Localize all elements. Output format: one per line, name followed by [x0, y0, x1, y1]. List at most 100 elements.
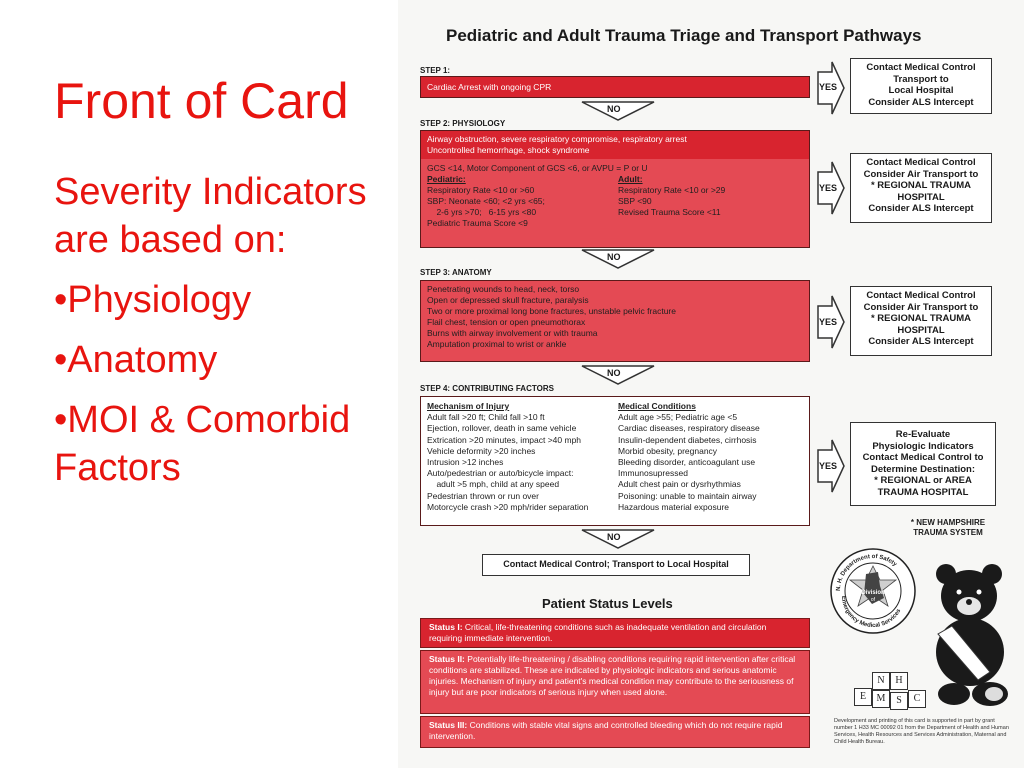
step2-no-label: NO	[607, 252, 621, 262]
step4-no-arrow	[581, 529, 655, 549]
bullet-physiology: •Physiology	[54, 279, 252, 321]
step3-body: Penetrating wounds to head, neck, torso …	[421, 281, 809, 352]
step3-yes-arrow	[817, 295, 845, 349]
medical-line: Insulin-dependent diabetes, cirrhosis	[618, 434, 757, 445]
step2-no-arrow	[581, 249, 655, 269]
step2-result-line: Consider Air Transport to	[863, 168, 979, 180]
status-level: Status III:	[429, 720, 468, 730]
block-letter: E	[854, 688, 872, 706]
step4-label: STEP 4: CONTRIBUTING FACTORS	[420, 384, 554, 393]
adult-title: Adult:	[618, 174, 643, 184]
adult-line: SBP <90	[618, 196, 652, 206]
step3-result-line: * REGIONAL TRAUMA	[870, 313, 972, 324]
step2-gcs: GCS <14, Motor Component of GCS <6, or A…	[427, 163, 648, 173]
step1-yes-arrow	[817, 61, 845, 115]
medical-line: Morbid obesity, pregnancy	[618, 445, 718, 456]
anatomy-line: Flail chest, tension or open pneumothora…	[427, 317, 586, 327]
trauma-system-footnote: * NEW HAMPSHIRE TRAUMA SYSTEM	[898, 518, 998, 538]
step4-result-line: TRAUMA HOSPITAL	[877, 486, 969, 498]
adult-line: Respiratory Rate <10 or >29	[618, 185, 726, 195]
block-letter: M	[872, 690, 890, 708]
block-letter: N	[872, 672, 890, 690]
card-title: Pediatric and Adult Trauma Triage and Tr…	[446, 26, 922, 45]
step3-result-line: HOSPITAL	[897, 324, 945, 336]
anatomy-line: Amputation proximal to wrist or ankle	[427, 339, 567, 349]
step4-result: Re-Evaluate Physiologic Indicators Conta…	[850, 422, 996, 506]
step2-head-line: Uncontrolled hemorrhage, shock syndrome	[427, 145, 590, 155]
moi-line: Auto/pedestrian or auto/bicycle impact:	[427, 468, 574, 479]
medical-line: Poisoning: unable to maintain airway	[618, 490, 757, 501]
step4-result-line: Contact Medical Control to	[862, 452, 984, 463]
bullet-anatomy: •Anatomy	[54, 339, 218, 381]
slide-body: Severity Indicators are based on: •Physi…	[54, 168, 394, 504]
slide-title: Front of Card	[54, 73, 349, 129]
medical-line: Adult age >55; Pediatric age <5	[618, 412, 738, 423]
step2-yes-arrow	[817, 161, 845, 215]
status-title: Patient Status Levels	[542, 596, 673, 611]
triage-card: Pediatric and Adult Trauma Triage and Tr…	[398, 0, 1024, 768]
step1-label: STEP 1:	[420, 66, 451, 75]
moi-line: Ejection, rollover, death in same vehicl…	[427, 423, 577, 434]
step4-result-line: Physiologic Indicators	[872, 440, 974, 452]
step2-label: STEP 2: PHYSIOLOGY	[420, 119, 506, 128]
step1-result-line: Local Hospital	[888, 85, 954, 96]
step3-result-line: Consider Air Transport to	[863, 301, 979, 313]
anatomy-line: Penetrating wounds to head, neck, torso	[427, 284, 580, 294]
status-3: Status III: Conditions with stable vital…	[420, 716, 810, 748]
status-2: Status II: Potentially life-threatening …	[420, 650, 810, 714]
teddy-bear-illustration	[936, 564, 1008, 706]
step1-no-label: NO	[607, 104, 621, 114]
pediatric-title: Pediatric:	[427, 174, 466, 184]
final-text: Contact Medical Control; Transport to Lo…	[503, 559, 729, 569]
medical-title: Medical Conditions	[618, 401, 696, 411]
step3-no-label: NO	[607, 368, 621, 378]
step4-no-label: NO	[607, 532, 621, 542]
step3-yes-label: YES	[819, 317, 838, 327]
step3-result-line: Consider ALS Intercept	[868, 336, 974, 347]
moi-line: Motorcycle crash >20 mph/rider separatio…	[427, 501, 589, 512]
step1-box: Cardiac Arrest with ongoing CPR	[420, 76, 810, 98]
step4-result-line: Re-Evaluate	[895, 429, 951, 440]
status-text: Conditions with stable vital signs and c…	[429, 720, 783, 741]
pediatric-score: Pediatric Trauma Score <9	[427, 218, 528, 228]
svg-text:Division: Division	[861, 590, 885, 596]
step2-yes-label: YES	[819, 183, 838, 193]
block-letter: S	[890, 692, 908, 710]
anatomy-line: Open or depressed skull fracture, paraly…	[427, 295, 589, 305]
step2-result-line: Contact Medical Control	[866, 157, 976, 168]
step2-head: Airway obstruction, severe respiratory c…	[421, 131, 809, 159]
step3-result: Contact Medical Control Consider Air Tra…	[850, 286, 992, 356]
anatomy-line: Two or more proximal long bone fractures…	[427, 306, 676, 316]
footnote-line: TRAUMA SYSTEM	[913, 528, 983, 537]
step3-no-arrow	[581, 365, 655, 385]
step2-result-line: * REGIONAL TRAUMA	[870, 180, 972, 191]
step3-box: Penetrating wounds to head, neck, torso …	[420, 280, 810, 362]
step1-yes-label: YES	[819, 82, 838, 92]
status-level: Status I:	[429, 622, 463, 632]
step1-result: Contact Medical Control Transport to Loc…	[850, 58, 992, 114]
step4-result-line: * REGIONAL or AREA	[874, 475, 972, 486]
step3-label: STEP 3: ANATOMY	[420, 268, 492, 277]
status-text: Critical, life-threatening conditions su…	[429, 622, 767, 643]
medical-line: Cardiac diseases, respiratory disease	[618, 423, 760, 434]
moi-line: Vehicle deformity >20 inches	[427, 445, 536, 456]
step3-result-line: Contact Medical Control	[866, 290, 976, 301]
step1-result-line: Transport to	[893, 73, 949, 85]
step4-body: Mechanism of Injury Adult fall >20 ft; C…	[421, 397, 809, 515]
alphabet-blocks: N H E M S C	[854, 670, 934, 720]
moi-line: adult >5 mph, child at any speed	[427, 479, 560, 490]
block-letter: C	[908, 690, 926, 708]
medical-line: Immunosupressed	[618, 468, 688, 479]
step2-result-line: Consider ALS Intercept	[868, 203, 974, 214]
slide-intro: Severity Indicators are based on:	[54, 171, 367, 261]
funding-credit: Development and printing of this card is…	[834, 718, 1009, 745]
step1-result-line: Consider ALS Intercept	[868, 96, 974, 108]
status-text: Potentially life-threatening / disabling…	[429, 654, 796, 697]
footnote-line: * NEW HAMPSHIRE	[910, 518, 986, 527]
step4-yes-label: YES	[819, 461, 838, 471]
step2-result-line: HOSPITAL	[897, 191, 945, 203]
pediatric-line: SBP: Neonate <60; <2 yrs <65;	[427, 196, 545, 206]
step2-body: GCS <14, Motor Component of GCS <6, or A…	[421, 159, 809, 231]
final-box: Contact Medical Control; Transport to Lo…	[482, 554, 750, 576]
step2-box: Airway obstruction, severe respiratory c…	[420, 130, 810, 248]
